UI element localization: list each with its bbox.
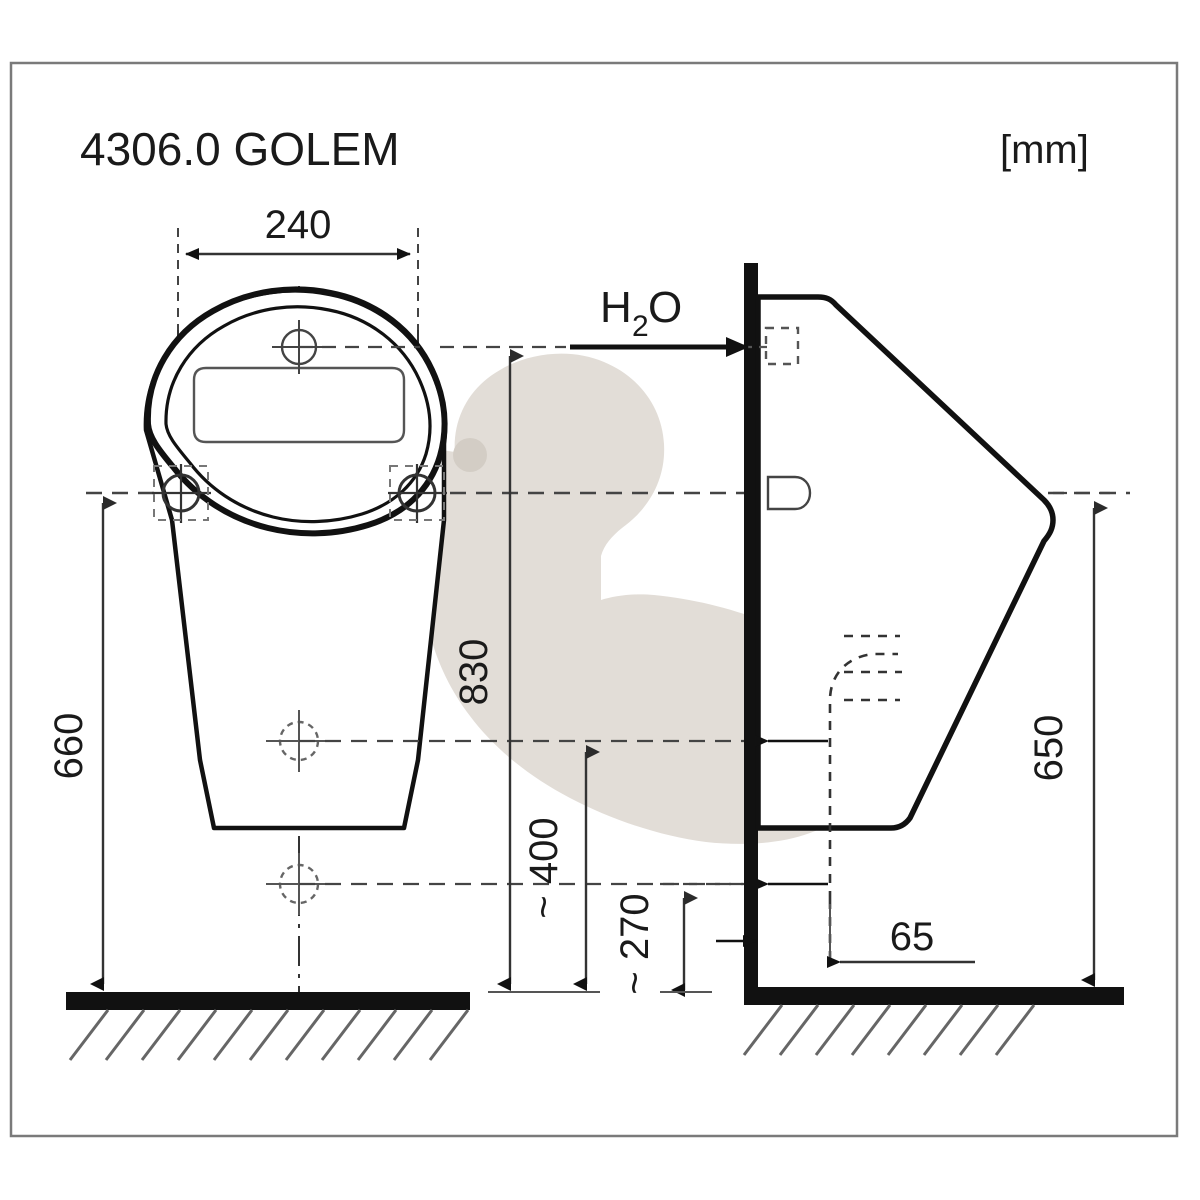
dimension-65: 65 (827, 904, 975, 968)
dimension-650: 650 (1027, 491, 1110, 987)
bowl-rim-outer (144, 286, 448, 537)
floor-right (742, 987, 1124, 1056)
dimension-660: 660 (47, 496, 117, 991)
dimension-400-label: ~ 400 (522, 817, 566, 918)
dimension-650-label: 650 (1027, 715, 1071, 782)
dimension-270: ~ 270 (613, 882, 760, 997)
dimension-660-label: 660 (47, 713, 91, 780)
water-label: H (600, 283, 632, 332)
units-label: [mm] (1000, 128, 1089, 172)
outlet-axis-arrows (716, 735, 828, 947)
dimension-240: 240 (185, 203, 411, 260)
floor-left (66, 992, 470, 1061)
bowl-opening (192, 366, 406, 444)
dimension-830: 830 (452, 349, 600, 993)
wall-section (744, 263, 758, 1001)
dimension-830-label: 830 (452, 639, 496, 706)
dimension-270-label: ~ 270 (613, 893, 657, 994)
bowl-rim-inner (164, 305, 432, 524)
dimension-240-label: 240 (265, 203, 332, 247)
mounting-hole-right (388, 464, 447, 523)
fixing-axis-mid (266, 710, 760, 772)
mounting-hole-top (272, 320, 420, 374)
dimension-400: ~ 400 (522, 745, 600, 991)
mounting-hole-left (152, 464, 211, 523)
fixing-axis-low (266, 853, 760, 915)
water-label-oxygen: O (648, 283, 682, 332)
side-rim-detail (766, 475, 812, 511)
dimension-65-label: 65 (890, 915, 935, 959)
page-title: 4306.0 GOLEM (80, 123, 400, 175)
drawing-border (9, 61, 1179, 1138)
water-label-subscript: 2 (632, 310, 649, 343)
side-body-outline (755, 294, 1056, 831)
